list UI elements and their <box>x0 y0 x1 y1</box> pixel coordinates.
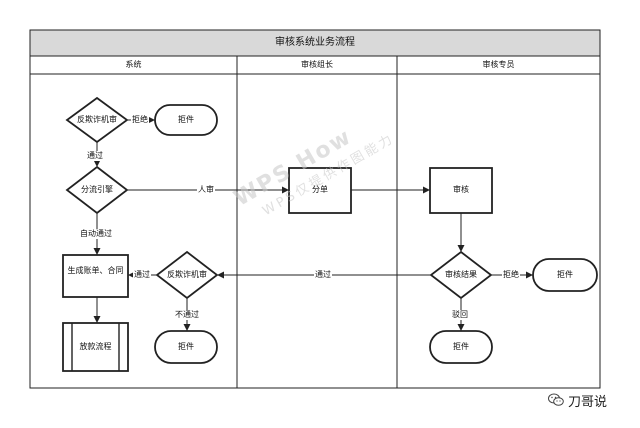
edge-label-pass-3: 通过 <box>314 270 332 280</box>
edge-label-refuse-1: 拒绝 <box>131 115 149 125</box>
reject-label-3: 拒件 <box>557 270 573 279</box>
pool-border <box>29 29 601 389</box>
reject-terminal-2 <box>154 330 218 364</box>
loan-process-box <box>62 322 129 372</box>
reject-label-4: 拒件 <box>453 342 469 351</box>
edge-label-manual: 人审 <box>197 185 215 195</box>
wechat-icon <box>548 393 564 406</box>
footer-brand: 刀哥说 <box>548 390 607 410</box>
edge-label-pass-2: 通过 <box>133 270 151 280</box>
contract-label: 生成账单、合同 <box>67 266 124 275</box>
review-result-label: 审核结果 <box>445 270 477 279</box>
diagram-title: 审核系统业务流程 <box>275 37 355 48</box>
edge-label-reject-back: 驳回 <box>451 310 469 320</box>
title-bar <box>29 29 601 57</box>
anti-fraud-label-2: 反欺诈机审 <box>167 270 207 279</box>
edge-label-fail: 不通过 <box>174 310 200 320</box>
loan-process-label: 放款流程 <box>79 342 112 351</box>
lane-specialist: 审核专员 <box>482 60 515 69</box>
review-label: 审核 <box>453 185 469 194</box>
split-engine-label: 分流引擎 <box>81 185 113 194</box>
lane-leader: 审核组长 <box>301 60 333 69</box>
edge-label-refuse-2: 拒绝 <box>502 270 520 280</box>
edge-label-pass-1: 通过 <box>86 151 104 161</box>
anti-fraud-label-1: 反欺诈机审 <box>77 115 117 124</box>
dispatch-label: 分单 <box>312 185 328 194</box>
edge-label-auto-pass: 自动通过 <box>79 229 113 239</box>
reject-label-1: 拒件 <box>178 115 194 124</box>
contract-box <box>62 254 129 298</box>
lane-system: 系统 <box>125 60 142 69</box>
footer-brand-text: 刀哥说 <box>568 394 608 410</box>
reject-label-2: 拒件 <box>178 342 194 351</box>
